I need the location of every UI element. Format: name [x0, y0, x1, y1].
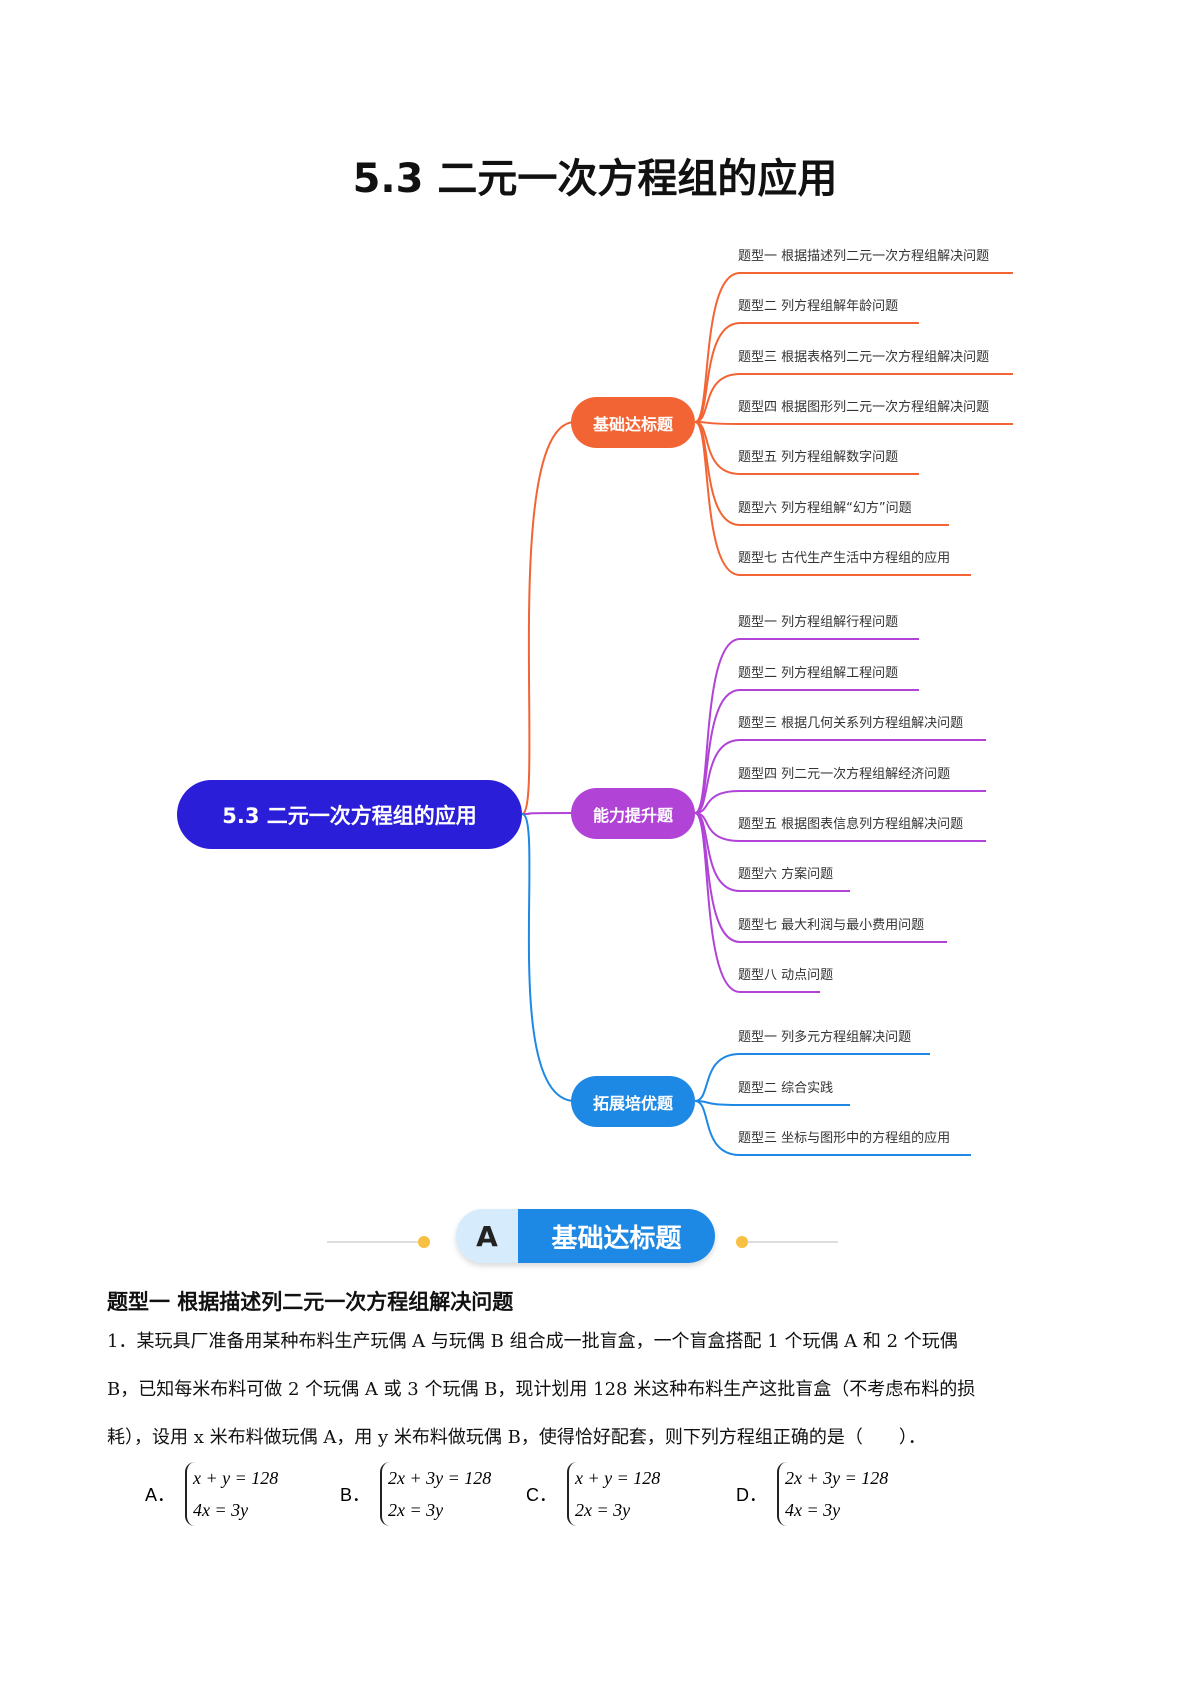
leaf-connector: [694, 689, 919, 814]
equation: 2x + 3y = 128: [388, 1468, 492, 1488]
mindmap-leaf: 题型八 动点问题: [738, 968, 834, 983]
equation-system: 2x + 3y = 128 2x = 3y: [380, 1462, 491, 1526]
section-heading: 题型一 根据描述列二元一次方程组解决问题: [107, 1289, 514, 1314]
leaf-connector: [694, 790, 986, 814]
mindmap-leaf: 题型三 根据表格列二元一次方程组解决问题: [738, 350, 990, 365]
question-line: B，已知每米布料可做 2 个玩偶 A 或 3 个玩偶 B，现计划用 128 米这…: [107, 1379, 976, 1400]
banner-label: 基础达标题: [518, 1209, 715, 1263]
page-title: 5.3 二元一次方程组的应用: [352, 156, 838, 202]
mindmap-leaf: 题型一 根据描述列二元一次方程组解决问题: [738, 249, 990, 264]
leaf-connector: [694, 812, 986, 842]
answer-option[interactable]: C． x + y = 128 2x = 3y: [526, 1462, 660, 1526]
leaf-connector: [694, 373, 1013, 423]
leaf-connector: [694, 812, 820, 993]
option-label: C．: [526, 1485, 557, 1505]
divider-right: [748, 1241, 838, 1243]
equation-system: 2x + 3y = 128 4x = 3y: [777, 1462, 888, 1526]
mindmap-leaf: 题型三 坐标与图形中的方程组的应用: [738, 1131, 951, 1146]
equation: 2x = 3y: [575, 1500, 631, 1520]
equation-system: x + y = 128 4x = 3y: [185, 1462, 278, 1526]
equation: x + y = 128: [193, 1468, 279, 1488]
mindmap-branch: 能力提升题: [571, 788, 695, 839]
leaf-connector: [694, 739, 986, 814]
equation-system: x + y = 128 2x = 3y: [567, 1462, 660, 1526]
mindmap-leaf: 题型一 列方程组解行程问题: [738, 615, 899, 630]
mindmap-leaf: 题型一 列多元方程组解决问题: [738, 1030, 912, 1045]
mindmap-leaf: 题型四 根据图形列二元一次方程组解决问题: [738, 400, 990, 415]
leaf-connector: [694, 1100, 850, 1106]
branch-connector: [521, 421, 576, 815]
answer-option[interactable]: B． 2x + 3y = 128 2x = 3y: [340, 1462, 491, 1526]
leaf-connector: [694, 421, 1013, 425]
leaf-connector: [694, 1053, 930, 1102]
branch-connector: [521, 813, 576, 1102]
mindmap-leaf: 题型二 列方程组解工程问题: [738, 666, 899, 681]
mindmap-branch: 基础达标题: [571, 397, 695, 448]
mindmap-branch: 拓展培优题: [571, 1076, 695, 1127]
mindmap-leaf: 题型六 列方程组解“幻方”问题: [738, 501, 912, 516]
question-line: 耗），设用 x 米布料做玩偶 A，用 y 米布料做玩偶 B，使得恰好配套，则下列…: [107, 1427, 926, 1448]
answer-option[interactable]: D． 2x + 3y = 128 4x = 3y: [736, 1462, 888, 1526]
dot-right: [736, 1236, 748, 1248]
leaf-connector: [694, 421, 971, 576]
equation: 4x = 3y: [785, 1500, 841, 1520]
equation: x + y = 128: [575, 1468, 661, 1488]
option-label: B．: [340, 1485, 371, 1505]
answer-option[interactable]: A． x + y = 128 4x = 3y: [145, 1462, 278, 1526]
equation: 2x = 3y: [388, 1500, 444, 1520]
section-banner: A 基础达标题: [456, 1209, 715, 1263]
divider-left: [327, 1241, 418, 1243]
mindmap-leaf: 题型四 列二元一次方程组解经济问题: [738, 767, 951, 782]
mindmap-leaf: 题型五 根据图表信息列方程组解决问题: [738, 817, 964, 832]
mindmap-leaf: 题型七 古代生产生活中方程组的应用: [738, 551, 951, 566]
branch-connector: [521, 812, 576, 815]
option-label: D．: [736, 1485, 767, 1505]
question-line: 1．某玩具厂准备用某种布料生产玩偶 A 与玩偶 B 组合成一批盲盒，一个盲盒搭配…: [107, 1331, 958, 1352]
mindmap-leaf: 题型六 方案问题: [738, 867, 834, 882]
option-label: A．: [145, 1485, 176, 1505]
mindmap-root: 5.3 二元一次方程组的应用: [177, 780, 522, 849]
leaf-connector: [694, 1100, 971, 1156]
equation: 2x + 3y = 128: [785, 1468, 889, 1488]
mindmap-leaf: 题型二 综合实践: [738, 1081, 834, 1096]
mindmap-leaf: 题型三 根据几何关系列方程组解决问题: [738, 716, 964, 731]
equation: 4x = 3y: [193, 1500, 249, 1520]
dot-left: [418, 1236, 430, 1248]
mindmap-leaf: 题型二 列方程组解年龄问题: [738, 299, 899, 314]
mindmap-connectors: [521, 272, 1013, 1156]
banner-letter: A: [456, 1209, 518, 1263]
mindmap-leaf: 题型七 最大利润与最小费用问题: [738, 918, 925, 933]
mindmap-leaf: 题型五 列方程组解数字问题: [738, 450, 899, 465]
leaf-connector: [694, 322, 919, 423]
